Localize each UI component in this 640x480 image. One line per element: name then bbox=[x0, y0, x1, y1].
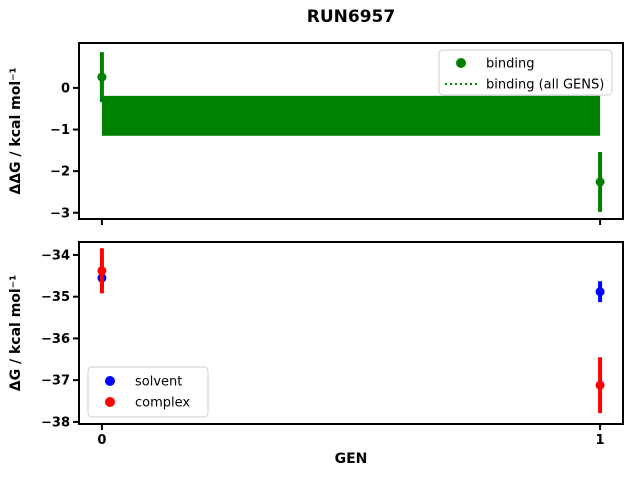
legend-marker-dot bbox=[105, 376, 115, 386]
data-point-solvent bbox=[595, 287, 605, 297]
data-point-binding bbox=[595, 177, 605, 187]
confidence-band bbox=[101, 95, 601, 136]
x-tick-label: 1 bbox=[596, 433, 605, 448]
x-tick-label: 0 bbox=[97, 433, 106, 448]
data-point-complex bbox=[97, 266, 107, 276]
figure-title: RUN6957 bbox=[307, 7, 395, 27]
axes-frame bbox=[78, 42, 624, 220]
top-axes: 0 −1 −2 −3 binding binding (all GENS) bbox=[50, 42, 624, 225]
legend-marker-dot bbox=[105, 397, 115, 407]
bottom-axes: −34 −35 −36 −37 −38 0 1 solvent complex bbox=[41, 241, 624, 448]
x-axis-label: GEN bbox=[335, 451, 368, 467]
y-tick-label: −34 bbox=[41, 248, 70, 263]
top-y-axis-label: ΔΔG / kcal mol⁻¹ bbox=[8, 67, 24, 194]
legend-label: binding (all GENS) bbox=[486, 78, 604, 93]
y-tick-label: −1 bbox=[50, 123, 70, 138]
y-tick-label: −35 bbox=[41, 290, 70, 305]
data-point-complex bbox=[595, 380, 605, 390]
y-tick-label: −2 bbox=[50, 165, 70, 180]
legend-marker-dot bbox=[456, 58, 466, 68]
data-point-binding bbox=[97, 72, 107, 82]
legend-box bbox=[87, 366, 209, 418]
legend-label: solvent bbox=[135, 375, 182, 390]
bottom-y-axis-label: ΔG / kcal mol⁻¹ bbox=[8, 275, 24, 391]
y-tick-label: −37 bbox=[41, 374, 70, 389]
y-tick-label: −38 bbox=[41, 415, 70, 430]
legend-box bbox=[438, 49, 613, 96]
y-tick-label: −3 bbox=[50, 206, 70, 221]
legend-label: complex bbox=[135, 396, 190, 411]
legend-label: binding bbox=[486, 57, 534, 72]
axes-frame bbox=[78, 241, 624, 425]
y-tick-label: −36 bbox=[41, 332, 70, 347]
y-tick-label: 0 bbox=[61, 81, 70, 96]
